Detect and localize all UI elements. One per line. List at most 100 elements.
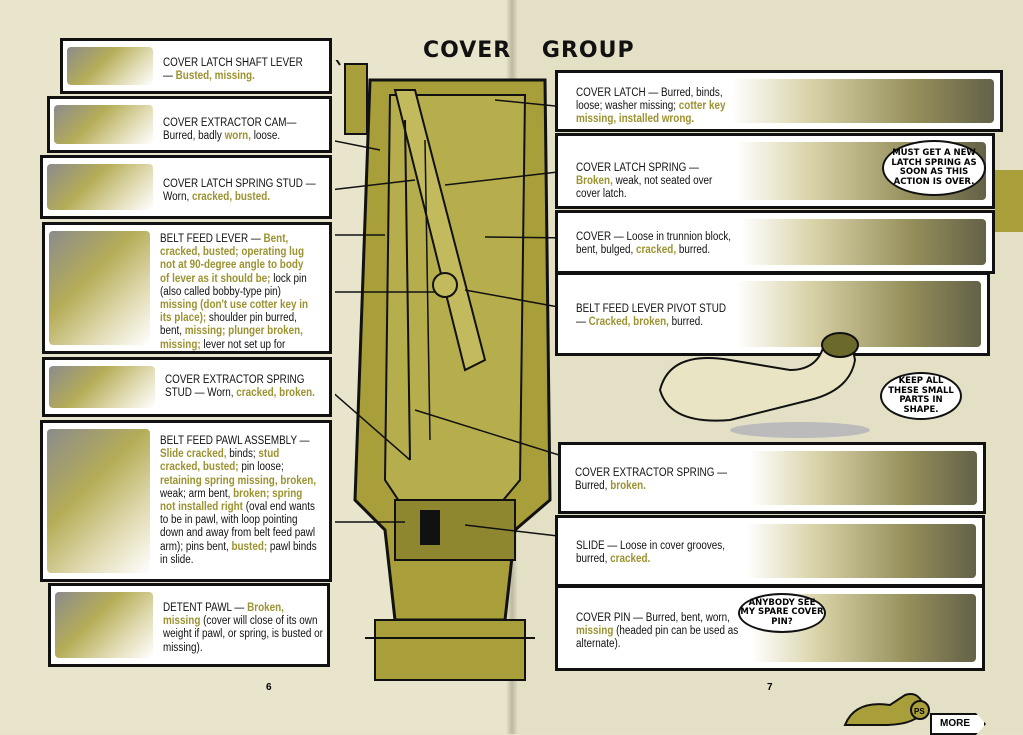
page-number-left: 6 (266, 682, 272, 693)
detent-pawl-part-illustration (55, 592, 153, 658)
highlighted-defect-text: stud cracked, busted; (160, 448, 280, 474)
highlighted-defect-text: cracked. (610, 553, 651, 566)
highlighted-defect-text: cracked, broken. (236, 387, 315, 400)
worm-character-illustration (658, 332, 870, 438)
description-text: (oval end wants to be in pawl, with loop… (160, 501, 316, 553)
description-text: lock pin (also called bobby-type pin) (160, 272, 307, 298)
latch-shaft-lever-part (344, 63, 368, 135)
description-text: (headed pin can be used as alternate). (576, 625, 739, 651)
highlighted-defect-text: broken; spring not installed right (160, 487, 303, 514)
cover-extractor-spring-stud-description: COVER EXTRACTOR SPRING STUD — Worn, crac… (165, 374, 320, 400)
highlighted-defect-text: Bent, cracked, busted; operating lug not… (160, 233, 304, 285)
panel-cover-extractor-spring-stud: COVER EXTRACTOR SPRING STUD — Worn, crac… (42, 357, 332, 417)
speech-bubble-worm: KEEP ALL THESE SMALL PARTS IN SHAPE. (880, 372, 962, 420)
panel-cover-extractor-spring: COVER EXTRACTOR SPRING — Burred, broken. (558, 442, 986, 514)
more-arrow-button[interactable]: MORE (930, 713, 986, 735)
description-text: COVER LATCH SHAFT LEVER — (163, 57, 303, 83)
pivot-stud-part (432, 272, 458, 298)
highlighted-defect-text: Busted, missing. (175, 70, 255, 83)
cover-extractor-spring-part-illustration (749, 451, 977, 505)
panel-cover-latch: COVER LATCH — Burred, binds, loose; wash… (555, 70, 1003, 132)
cover-extractor-cam-description: COVER EXTRACTOR CAM—Burred, badly worn, … (163, 117, 313, 143)
belt-feed-pawl-assembly-description: BELT FEED PAWL ASSEMBLY — Slide cracked,… (160, 435, 320, 567)
description-text: burred. (668, 316, 703, 329)
highlighted-defect-text: broken. (610, 480, 646, 493)
cover-extractor-cam-part-illustration (54, 105, 153, 144)
belt-feed-lever-description: BELT FEED LEVER — Bent, cracked, busted;… (160, 233, 315, 351)
panel-detent-pawl: DETENT PAWL — Broken, missing (cover wil… (48, 583, 330, 667)
belt-feed-pawl-assembly-part-illustration (47, 429, 150, 573)
description-text: binds; (226, 448, 259, 461)
cover-description: COVER — Loose in trunnion block, bent, b… (576, 231, 741, 257)
panel-belt-feed-lever: BELT FEED LEVER — Bent, cracked, busted;… (42, 222, 332, 354)
description-text: COVER LATCH SPRING STUD — Worn, (163, 178, 316, 204)
highlighted-defect-text: Broken, (576, 175, 613, 188)
belt-feed-lever-part-illustration (49, 231, 150, 345)
description-text: pin loose; (238, 461, 284, 474)
description-text: SLIDE — Loose in cover grooves, burred, (576, 540, 725, 566)
highlighted-defect-text: cotter key missing, installed wrong. (576, 100, 726, 126)
belt-feed-pawl-part (394, 499, 516, 561)
belt-feed-lever-pivot-stud-description: BELT FEED LEVER PIVOT STUD — Cracked, br… (576, 303, 736, 329)
panel-cover-extractor-cam: COVER EXTRACTOR CAM—Burred, badly worn, … (47, 96, 332, 153)
description-text: BELT FEED LEVER — (160, 233, 264, 245)
cover-part-illustration (741, 219, 986, 265)
highlighted-defect-text: Broken, missing (163, 602, 284, 628)
cover-latch-spring-stud-part-illustration (47, 164, 153, 210)
panel-cover-latch-shaft-lever: COVER LATCH SHAFT LEVER — Busted, missin… (60, 38, 332, 94)
highlighted-defect-text: worn, (224, 130, 251, 143)
cover-latch-shaft-lever-description: COVER LATCH SHAFT LEVER — Busted, missin… (163, 57, 313, 83)
slide-description: SLIDE — Loose in cover grooves, burred, … (576, 540, 746, 566)
description-text: COVER EXTRACTOR CAM—Burred, badly (163, 117, 297, 143)
detent-pawl-description: DETENT PAWL — Broken, missing (cover wil… (163, 602, 323, 655)
highlighted-defect-text: cracked, busted. (191, 191, 271, 204)
highlighted-defect-text: missing (576, 625, 614, 638)
highlighted-defect-text: Cracked, broken, (588, 316, 669, 329)
description-text: burred. (676, 244, 711, 257)
description-text: BELT FEED PAWL ASSEMBLY — (160, 435, 310, 447)
description-text: loose. (250, 130, 281, 143)
description-text: COVER EXTRACTOR SPRING — Burred, (575, 467, 728, 493)
speech-bubble-latch-spring: MUST GET A NEW LATCH SPRING AS SOON AS T… (882, 140, 986, 196)
cover-extractor-spring-description: COVER EXTRACTOR SPRING — Burred, broken. (575, 467, 745, 493)
highlighted-defect-text: busted; (231, 540, 268, 553)
speech-bubble-cover-pin: ANYBODY SEE MY SPARE COVER PIN? (738, 593, 826, 633)
highlighted-defect-text: retaining spring missing, broken, (160, 474, 317, 487)
description-text: DETENT PAWL — (163, 602, 248, 614)
cover-group-illustration (335, 60, 575, 681)
description-text: COVER EXTRACTOR SPRING STUD — Worn, (165, 374, 305, 400)
page-title: COVER GROUP (423, 38, 635, 63)
description-text: weak; arm bent, (160, 487, 234, 500)
cover-latch-part-illustration (731, 79, 994, 123)
highlighted-defect-text: Slide cracked, (160, 448, 227, 461)
description-text: COVER — Loose in trunnion block, bent, b… (576, 231, 732, 257)
description-text: COVER LATCH SPRING — (576, 162, 699, 174)
page-number-right: 7 (767, 682, 773, 693)
cover-latch-spring-stud-description: COVER LATCH SPRING STUD — Worn, cracked,… (163, 178, 318, 204)
cover-extractor-spring-stud-part-illustration (49, 366, 155, 408)
panel-slide: SLIDE — Loose in cover grooves, burred, … (555, 515, 985, 587)
description-text: lever not set up for correct direction o… (203, 338, 286, 351)
description-text: COVER PIN — Burred, bent, worn, (576, 612, 730, 624)
description-text: BELT FEED LEVER PIVOT STUD — (576, 303, 727, 329)
panel-belt-feed-lever-pivot-stud: BELT FEED LEVER PIVOT STUD — Cracked, br… (555, 272, 990, 356)
panel-cover-latch-spring-stud: COVER LATCH SPRING STUD — Worn, cracked,… (40, 155, 332, 219)
panel-cover: COVER — Loose in trunnion block, bent, b… (555, 210, 995, 274)
description-text: pawl binds in slide. (160, 540, 317, 566)
panel-belt-feed-pawl-assembly: BELT FEED PAWL ASSEMBLY — Slide cracked,… (40, 420, 332, 582)
ps-logo: PS (914, 707, 925, 716)
highlighted-defect-text: missing; plunger broken, missing; (160, 325, 303, 351)
highlighted-defect-text: missing (don't use cotter key in its pla… (160, 299, 308, 325)
cover-latch-shaft-lever-part-illustration (67, 47, 153, 85)
cover-hinge-part (374, 619, 526, 681)
description-text: weak, not seated over cover latch. (576, 175, 713, 201)
slide-part-illustration (746, 524, 976, 578)
worm-mascot-icon: PS (843, 693, 930, 726)
cover-latch-description: COVER LATCH — Burred, binds, loose; wash… (576, 87, 731, 127)
cover-latch-spring-description: COVER LATCH SPRING — Broken, weak, not s… (576, 162, 736, 202)
description-text: (cover will close of its own weight if p… (163, 615, 323, 654)
cover-pin-description: COVER PIN — Burred, bent, worn, missing … (576, 612, 751, 652)
description-text: shoulder pin burred, bent, (160, 312, 297, 338)
highlighted-defect-text: cracked, (635, 244, 677, 257)
page-edge-tab (995, 170, 1023, 232)
